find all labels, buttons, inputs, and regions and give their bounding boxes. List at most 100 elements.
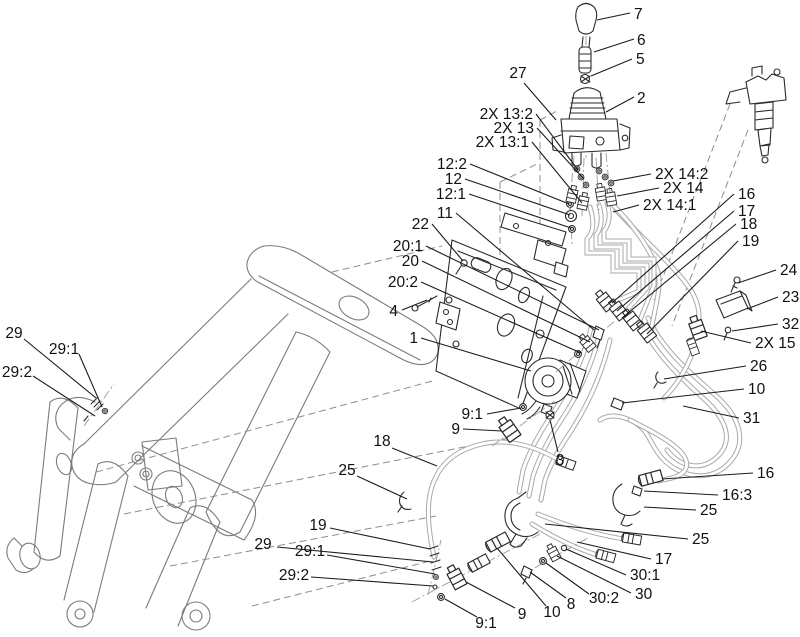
callout-30: 30 bbox=[556, 555, 653, 603]
leader-line bbox=[310, 576, 434, 587]
leader-line bbox=[523, 82, 557, 121]
callout-25-b: 25 bbox=[544, 523, 709, 548]
callout-22: 22 bbox=[412, 216, 464, 262]
leader-line bbox=[462, 428, 503, 432]
callout-7: 7 bbox=[596, 6, 643, 23]
leader-line bbox=[425, 245, 600, 331]
leader-line bbox=[643, 490, 719, 496]
part-number-label: 11 bbox=[437, 205, 453, 222]
loader-arm-artwork bbox=[6, 245, 439, 631]
leader-line bbox=[737, 269, 777, 284]
joystick-knob bbox=[575, 2, 598, 35]
callout-26-right: 26 bbox=[663, 358, 767, 380]
part-number-label: 32 bbox=[782, 316, 799, 333]
callout-16-right: 16 bbox=[611, 186, 755, 304]
callout-27: 27 bbox=[509, 65, 557, 121]
part-number-label: 17 bbox=[655, 551, 672, 568]
callout-2x15: 2X 15 bbox=[700, 330, 796, 352]
leader-line bbox=[444, 598, 478, 618]
part-number-label: 2X 15 bbox=[755, 335, 796, 352]
leader-line bbox=[535, 113, 579, 171]
callout-12-1: 12:1 bbox=[436, 186, 572, 229]
leader-line bbox=[464, 178, 571, 216]
leader-line bbox=[646, 240, 739, 335]
leader-line bbox=[621, 388, 745, 404]
callout-29-2-bot: 29:2 bbox=[279, 567, 434, 587]
part-number-label: 16:3 bbox=[722, 487, 752, 504]
callout-19-right: 19 bbox=[646, 233, 759, 335]
callout-2x14-2: 2X 14:2 bbox=[612, 166, 708, 183]
leader-line bbox=[605, 96, 635, 113]
part-number-label: 29:2 bbox=[279, 567, 309, 584]
part-number-label: 29 bbox=[5, 325, 22, 342]
callout-3: 3 bbox=[549, 419, 565, 469]
callout-2x14-1: 2X 14:1 bbox=[612, 197, 696, 214]
part-number-label: 24 bbox=[780, 262, 798, 279]
callout-23: 23 bbox=[746, 289, 799, 310]
leader-line bbox=[616, 210, 735, 312]
callout-9-1-low: 9:1 bbox=[444, 598, 497, 632]
callout-11: 11 bbox=[437, 205, 595, 331]
part-number-label: 29:1 bbox=[49, 341, 79, 358]
part-number-label: 20:2 bbox=[388, 274, 418, 291]
callout-2x13-2: 2X 13:2 bbox=[480, 106, 579, 171]
leader-line bbox=[23, 338, 97, 399]
leader-line bbox=[663, 365, 747, 380]
callout-16-3: 16:3 bbox=[643, 487, 752, 504]
callout-17-right: 17 bbox=[616, 203, 755, 312]
leader-line bbox=[731, 323, 779, 332]
callout-19-low: 19 bbox=[309, 517, 431, 550]
part-number-label: 29:2 bbox=[2, 364, 32, 381]
leader-line bbox=[420, 281, 582, 354]
joystick-boot bbox=[578, 46, 592, 74]
part-number-label: 5 bbox=[636, 51, 645, 68]
leader-line bbox=[565, 548, 627, 576]
leader-line bbox=[401, 299, 428, 311]
callout-32: 32 bbox=[731, 316, 799, 333]
part-number-label: 9:1 bbox=[461, 406, 483, 423]
callout-1: 1 bbox=[409, 330, 532, 372]
part-number-label: 16 bbox=[757, 465, 774, 482]
phantom-lines bbox=[95, 103, 749, 607]
part-number-label: 9:1 bbox=[475, 615, 497, 632]
part-number-label: 23 bbox=[782, 289, 799, 306]
leader-line bbox=[486, 407, 522, 415]
leader-line bbox=[643, 506, 697, 511]
leader-line bbox=[682, 405, 740, 419]
callout-25-c: 25 bbox=[338, 462, 408, 500]
callout-4: 4 bbox=[389, 299, 428, 320]
leader-line bbox=[700, 330, 752, 344]
part-number-label: 9 bbox=[518, 606, 527, 623]
callout-31: 31 bbox=[682, 405, 760, 427]
part-number-label: 25 bbox=[338, 462, 355, 479]
callout-10-right: 10 bbox=[621, 381, 766, 404]
leader-line bbox=[276, 546, 434, 563]
leader-line bbox=[469, 163, 570, 205]
part-number-label: 2X 13 bbox=[493, 120, 534, 137]
leader-line bbox=[356, 475, 408, 500]
leader-line bbox=[531, 141, 583, 204]
part-number-label: 3 bbox=[556, 452, 565, 469]
part-number-label: 25 bbox=[700, 502, 717, 519]
callout-12: 12 bbox=[445, 171, 571, 216]
leader-line bbox=[431, 223, 464, 262]
leader-line bbox=[468, 193, 572, 229]
part-number-label: 20:1 bbox=[393, 238, 423, 255]
callout-2x14: 2X 14 bbox=[616, 180, 704, 197]
callout-9-low: 9 bbox=[465, 581, 527, 623]
leader-line bbox=[329, 527, 431, 550]
part-number-label: 16 bbox=[738, 186, 755, 203]
leader-line bbox=[621, 223, 737, 319]
callout-30-2: 30:2 bbox=[545, 562, 619, 607]
part-number-label: 29 bbox=[254, 536, 271, 553]
part-number-label: 18 bbox=[373, 433, 390, 450]
leader-line bbox=[391, 447, 438, 467]
callout-20: 20 bbox=[402, 253, 591, 343]
leader-line bbox=[496, 547, 547, 607]
callout-29-1-left: 29:1 bbox=[49, 341, 103, 408]
leader-line bbox=[421, 260, 591, 343]
callout-2x13: 2X 13 bbox=[493, 120, 585, 180]
part-number-label: 10 bbox=[748, 381, 766, 398]
part-number-label: 27 bbox=[509, 65, 526, 82]
